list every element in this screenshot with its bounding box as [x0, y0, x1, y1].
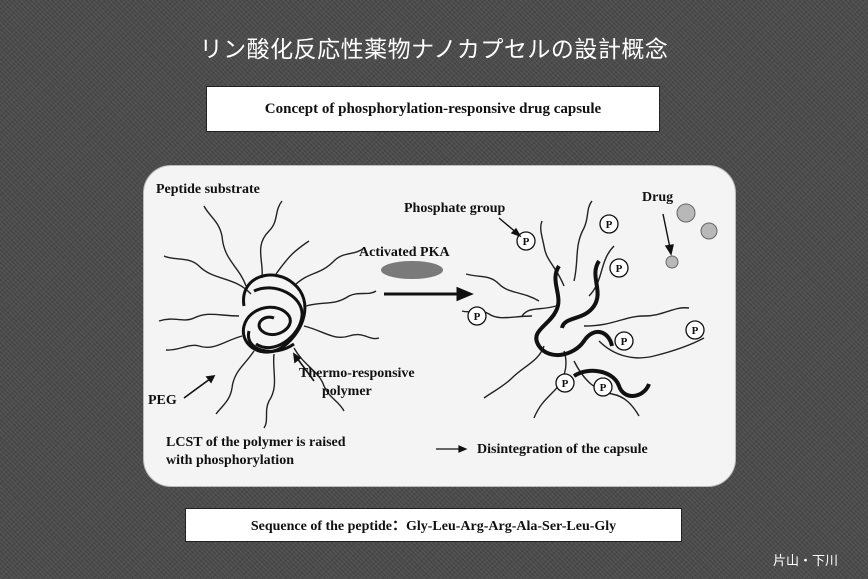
phosphate-symbol: P	[562, 378, 569, 390]
phosphate-pointer-arrow	[499, 218, 520, 236]
phosphate-symbol: P	[474, 311, 481, 323]
subtitle-box: Concept of phosphorylation-responsive dr…	[206, 86, 660, 132]
drug-particle-icon	[677, 204, 695, 222]
thermo-responsive-polymer-core	[243, 275, 305, 352]
polymer-chains-right	[536, 261, 649, 396]
sequence-box: Sequence of the peptide：Gly-Leu-Arg-Arg-…	[185, 508, 682, 542]
disintegration-label: Disintegration of the capsule	[477, 442, 648, 458]
phosphate-symbol: P	[616, 263, 623, 275]
phosphate-group-label: Phosphate group	[404, 201, 505, 217]
activated-pka-label: Activated PKA	[359, 245, 450, 261]
lcst-line1: LCST of the polymer is raised	[166, 435, 346, 451]
peg-label: PEG	[148, 393, 177, 409]
phosphate-symbol: P	[600, 382, 607, 394]
drug-pointer-arrow	[663, 214, 673, 254]
subtitle-text: Concept of phosphorylation-responsive dr…	[265, 101, 601, 118]
drug-particle-icon	[666, 256, 678, 268]
lcst-to-disintegration-arrow	[436, 446, 466, 452]
drug-particle-icon	[701, 223, 717, 239]
lcst-line2: with phosphorylation	[166, 453, 294, 469]
polymer-label: polymer	[322, 384, 372, 400]
slide-title: リン酸化反応性薬物ナノカプセルの設計概念	[0, 30, 868, 64]
phosphate-symbol: P	[523, 236, 530, 248]
drug-label: Drug	[642, 190, 673, 206]
peptide-substrate-label: Peptide substrate	[156, 182, 260, 198]
reaction-arrow	[384, 289, 470, 299]
phosphate-symbol: P	[621, 336, 628, 348]
drug-particles	[666, 204, 717, 268]
concept-diagram-panel: P P P P P P P P	[143, 165, 736, 487]
phosphate-symbol: P	[606, 219, 613, 231]
pointer-arrows-left	[184, 354, 314, 398]
peptide-sequence-text: Sequence of the peptide：Gly-Leu-Arg-Arg-…	[251, 515, 616, 535]
phosphate-symbol: P	[692, 325, 699, 337]
pka-enzyme-icon	[381, 261, 443, 279]
thermo-responsive-label: Thermo-responsive	[299, 366, 415, 382]
credit-text: 片山・下川	[773, 550, 838, 569]
